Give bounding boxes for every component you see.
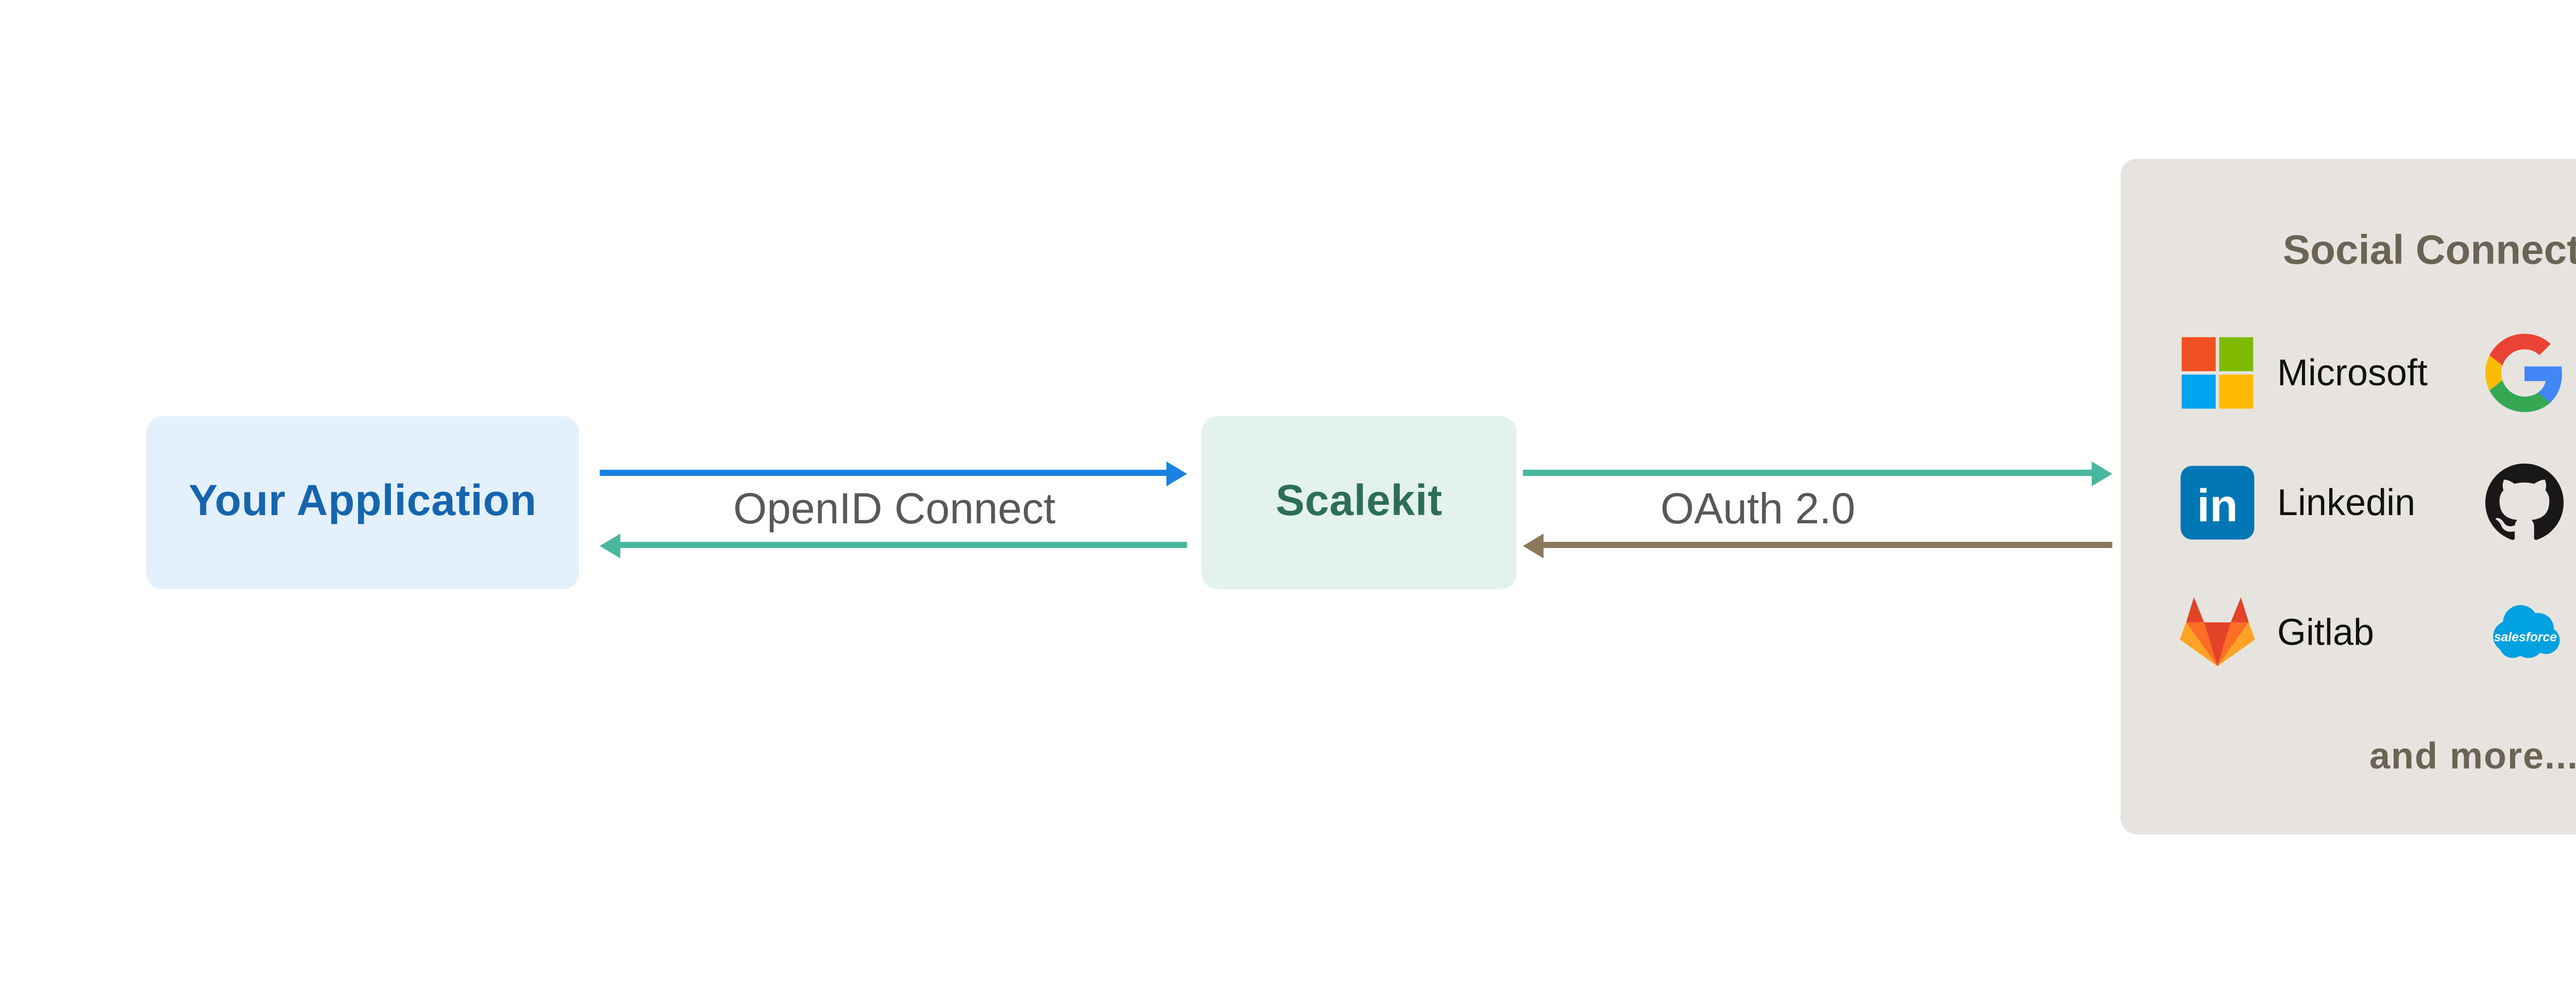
scalekit-node-label: Scalekit: [1276, 478, 1443, 525]
provider-label: Gitlab: [2277, 611, 2375, 652]
social-panel-title: Social Connections: [2282, 229, 2576, 274]
github-icon: [2485, 464, 2564, 540]
provider-label: Microsoft: [2277, 351, 2428, 392]
and-more-label: and more...: [2369, 736, 2576, 777]
openid-return-arrow: [620, 542, 1187, 548]
openid-connect-label: OpenID Connect: [733, 486, 1056, 534]
salesforce-icon: salesforce: [2493, 605, 2560, 658]
oauth-forward-arrow: [1523, 470, 2092, 476]
provider-salesforce: salesforce Salesforce: [2485, 593, 2576, 672]
oauth-label: OAuth 2.0: [1660, 486, 1856, 534]
provider-linkedin: in Linkedin: [2178, 464, 2485, 542]
gitlab-icon: [2180, 597, 2255, 667]
provider-gitlab: Gitlab: [2178, 593, 2485, 672]
provider-grid: Microsoft Google in Linkedin: [2178, 334, 2576, 672]
linkedin-icon: in: [2180, 466, 2255, 540]
scalekit-node: Scalekit: [1201, 416, 1517, 589]
social-connections-panel: Social Connections Microsoft Go: [2121, 159, 2576, 834]
provider-github: Github: [2485, 464, 2576, 542]
provider-microsoft: Microsoft: [2178, 334, 2485, 412]
salesforce-wordmark: salesforce: [2494, 630, 2557, 644]
google-icon: [2485, 334, 2562, 412]
provider-google: Google: [2485, 334, 2576, 412]
linkedin-in-glyph: in: [2197, 480, 2238, 531]
application-node-label: Your Application: [189, 478, 537, 525]
application-node: Your Application: [146, 416, 579, 589]
microsoft-icon: [2181, 337, 2253, 409]
oauth-return-arrow: [1544, 542, 2112, 548]
openid-forward-arrow: [600, 470, 1166, 476]
provider-label: Linkedin: [2277, 481, 2416, 522]
